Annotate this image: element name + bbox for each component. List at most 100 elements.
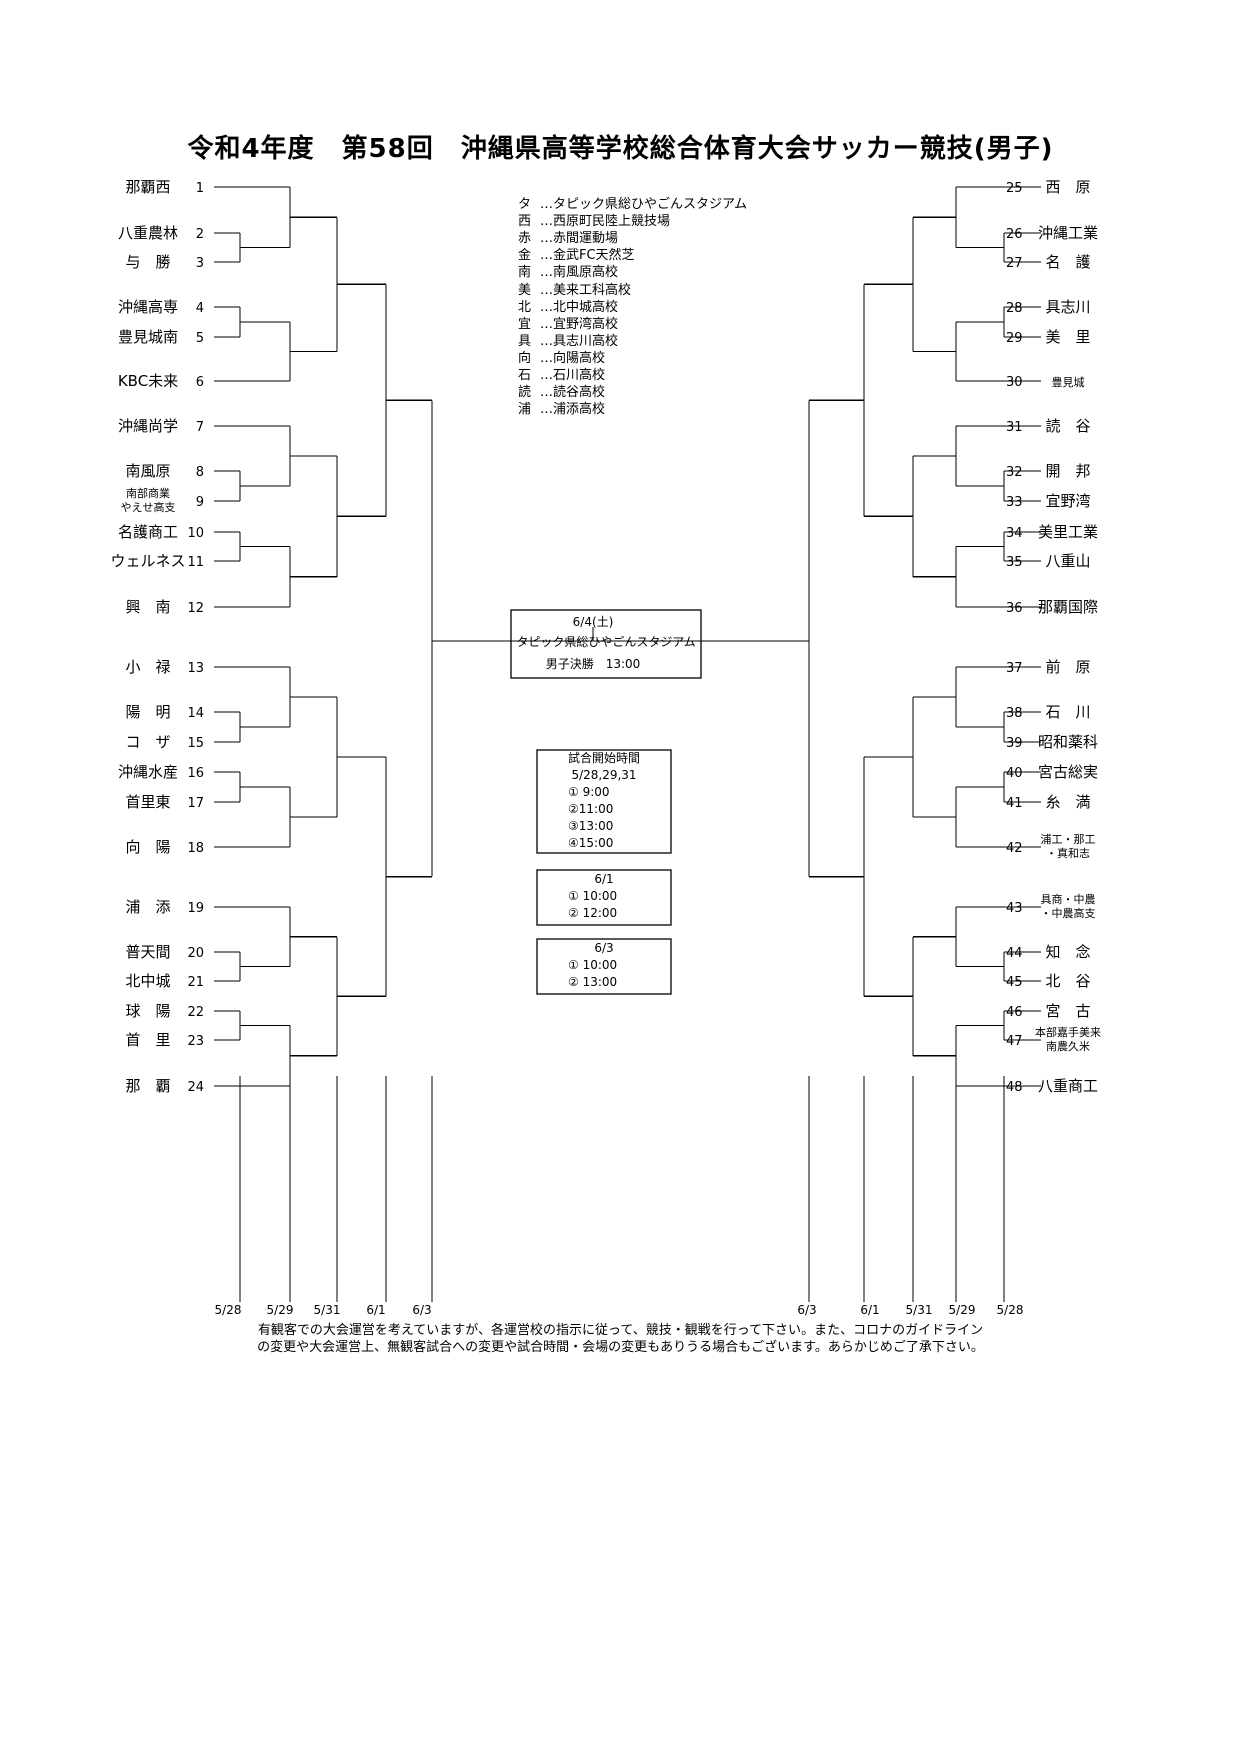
team-number: 29 xyxy=(1006,331,1023,346)
team-number: 37 xyxy=(1006,661,1023,676)
team-name: KBC未来 xyxy=(118,372,178,390)
venue-abbr: 美 xyxy=(518,283,531,298)
round-date: 5/31 xyxy=(314,1303,341,1317)
team-number: 5 xyxy=(196,331,204,346)
notice-text: 有観客での大会運営を考えていますが、各運営校の指示に従って、競技・観戦を行って下… xyxy=(0,1322,1241,1356)
team-number: 26 xyxy=(1006,227,1023,242)
team-number: 41 xyxy=(1006,796,1023,811)
team-name: ・真和志 xyxy=(1046,846,1090,860)
venue-abbr: 具 xyxy=(518,334,531,349)
team-number: 2 xyxy=(196,227,204,242)
team-number: 45 xyxy=(1006,975,1023,990)
team-name: 首 里 xyxy=(125,1031,170,1049)
team-number: 21 xyxy=(187,975,204,990)
team-number: 14 xyxy=(187,706,204,721)
team-number: 25 xyxy=(1006,181,1023,196)
team-number: 47 xyxy=(1006,1034,1023,1049)
team-number: 46 xyxy=(1006,1005,1023,1020)
team-name: 向 陽 xyxy=(125,838,170,856)
team-number: 35 xyxy=(1006,555,1023,570)
schedule-line: ② 12:00 xyxy=(568,906,617,920)
team-number: 11 xyxy=(187,555,204,570)
team-number: 42 xyxy=(1006,841,1023,856)
team-name: 美里工業 xyxy=(1038,523,1098,541)
team-name: 八重山 xyxy=(1045,552,1090,570)
team-name: ・中農高支 xyxy=(1041,906,1096,920)
venue-abbr: 浦 xyxy=(518,402,531,417)
round-date: 5/29 xyxy=(949,1303,976,1317)
venue-name: …赤間運動場 xyxy=(540,231,618,246)
team-name: 名護商工 xyxy=(118,523,178,541)
round-date: 6/1 xyxy=(860,1303,879,1317)
team-name: 普天間 xyxy=(125,943,170,961)
notice-line-1: 有観客での大会運営を考えていますが、各運営校の指示に従って、競技・観戦を行って下… xyxy=(257,1323,984,1338)
round-date: 5/29 xyxy=(267,1303,294,1317)
venue-legend: タ…タピック県総ひやごんスタジアム西…西原町民陸上競技場赤…赤間運動場金…金武F… xyxy=(518,196,747,417)
venue-name: …浦添高校 xyxy=(540,401,605,417)
venue-name: …金武FC天然芝 xyxy=(540,247,635,263)
team-name: 那 覇 xyxy=(125,1077,170,1095)
team-name: 昭和薬科 xyxy=(1038,733,1098,751)
venue-name: …宜野湾高校 xyxy=(540,316,618,332)
round-date: 6/3 xyxy=(797,1303,816,1317)
team-number: 15 xyxy=(187,736,204,751)
team-number: 8 xyxy=(196,465,204,480)
venue-abbr: 西 xyxy=(518,214,531,229)
team-number: 6 xyxy=(196,375,204,390)
team-number: 30 xyxy=(1006,375,1023,390)
team-name: 小 禄 xyxy=(125,658,170,676)
team-name: 宮古総実 xyxy=(1038,763,1098,781)
venue-name: …石川高校 xyxy=(540,367,605,383)
venue-abbr: 石 xyxy=(518,368,531,383)
team-name: 与 勝 xyxy=(125,253,170,271)
team-name: 那覇西 xyxy=(125,178,170,196)
schedule-box xyxy=(536,869,672,926)
team-name: 南部商業 xyxy=(126,486,170,500)
team-number: 18 xyxy=(187,841,204,856)
team-number: 33 xyxy=(1006,495,1023,510)
team-name: 読 谷 xyxy=(1045,417,1090,435)
round-date: 5/31 xyxy=(906,1303,933,1317)
team-name: 沖縄尚学 xyxy=(118,417,178,435)
team-name: 知 念 xyxy=(1045,943,1090,961)
team-name: コ ザ xyxy=(125,733,170,751)
team-name: 豊見城南 xyxy=(118,328,178,346)
team-number: 48 xyxy=(1006,1080,1023,1095)
team-name: 南風原 xyxy=(125,462,170,480)
team-name: 糸 満 xyxy=(1045,793,1090,811)
venue-abbr: 南 xyxy=(518,264,531,280)
schedule-line: 6/1 xyxy=(594,872,613,886)
team-name: 具商・中農 xyxy=(1041,892,1096,906)
team-name: 本部嘉手美来 xyxy=(1035,1025,1101,1039)
schedule-line: ②11:00 xyxy=(568,802,613,816)
notice-line-2: の変更や大会運営上、無観客試合への変更や試合時間・会場の変更もありうる場合もござ… xyxy=(257,1340,984,1355)
team-number: 12 xyxy=(187,601,204,616)
venue-abbr: タ xyxy=(518,197,531,212)
team-number: 24 xyxy=(187,1080,204,1095)
schedule-line: ③13:00 xyxy=(568,819,613,833)
team-number: 43 xyxy=(1006,901,1023,916)
team-name: 首里東 xyxy=(125,793,170,811)
final-date: 6/4(土) xyxy=(573,615,614,629)
team-number: 7 xyxy=(196,420,204,435)
venue-abbr: 宜 xyxy=(518,317,531,332)
schedule-line: 5/28,29,31 xyxy=(571,768,636,782)
team-name: 沖縄工業 xyxy=(1038,224,1098,242)
venue-name: …南風原高校 xyxy=(540,264,618,280)
team-name: 宜野湾 xyxy=(1045,492,1090,510)
team-name: 美 里 xyxy=(1045,328,1090,346)
venue-abbr: 金 xyxy=(518,247,531,263)
round-date: 6/3 xyxy=(412,1303,431,1317)
team-name: 球 陽 xyxy=(125,1002,170,1020)
team-name: 沖縄高専 xyxy=(118,298,178,316)
venue-abbr: 読 xyxy=(518,384,531,400)
venue-abbr: 向 xyxy=(518,350,531,366)
schedule-line: ① 10:00 xyxy=(568,889,617,903)
team-number: 28 xyxy=(1006,301,1023,316)
team-number: 13 xyxy=(187,661,204,676)
final-box xyxy=(510,609,702,679)
final-venue: タピック県総ひやごんスタジアム xyxy=(516,634,695,649)
team-name: ウェルネス xyxy=(110,552,185,570)
